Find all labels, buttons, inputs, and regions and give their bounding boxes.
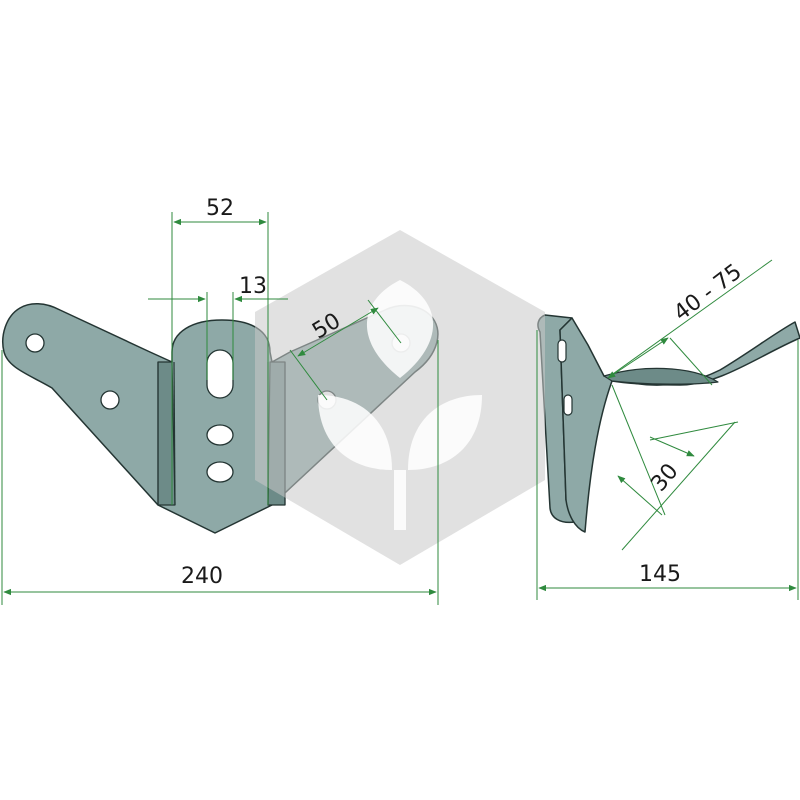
side-blade-lip bbox=[603, 367, 719, 385]
watermark-leaf-right bbox=[408, 395, 482, 470]
watermark-leaf-top bbox=[366, 280, 434, 378]
dimension-52-label: 52 bbox=[206, 196, 234, 221]
front-hole-left-mid bbox=[100, 390, 120, 410]
front-hole-left-top bbox=[25, 333, 45, 353]
hub-edge-left-inner bbox=[173, 361, 176, 506]
dimension-240-label: 240 bbox=[181, 564, 223, 589]
side-blade bbox=[559, 317, 800, 533]
front-center-hole-2 bbox=[206, 461, 234, 483]
dimension-240: 240 bbox=[1, 340, 439, 605]
dimension-13: 13 bbox=[148, 274, 288, 380]
dimension-145-label: 145 bbox=[639, 562, 681, 587]
side-view bbox=[537, 314, 800, 533]
front-center-slot bbox=[206, 349, 234, 399]
dimension-145: 145 bbox=[536, 330, 799, 600]
dimension-30-label: 30 bbox=[646, 459, 683, 497]
watermark-stem bbox=[394, 470, 406, 530]
dimension-30: 30 bbox=[611, 384, 739, 551]
dimension-52: 52 bbox=[171, 196, 269, 505]
front-center-hole-1 bbox=[206, 424, 234, 446]
side-slot-upper bbox=[557, 339, 567, 363]
side-slot-lower bbox=[563, 394, 573, 416]
dimension-13-label: 13 bbox=[239, 274, 267, 299]
dimension-40-75: 40 - 75 bbox=[607, 259, 773, 386]
watermark-logo bbox=[255, 230, 545, 565]
watermark-leaf-left bbox=[318, 395, 392, 470]
dimension-40-75-label: 40 - 75 bbox=[669, 259, 746, 326]
